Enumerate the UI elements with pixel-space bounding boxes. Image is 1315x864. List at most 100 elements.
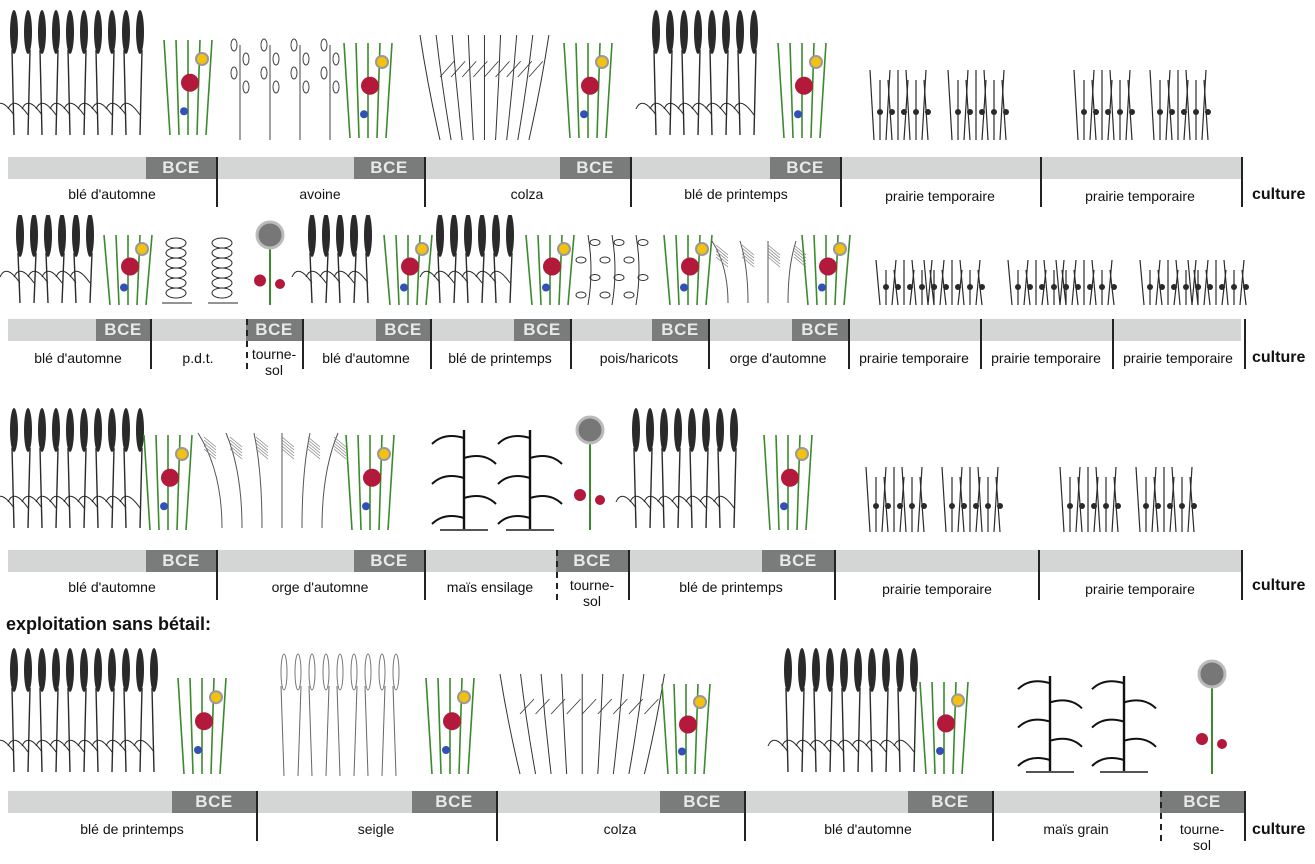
crop-label: maïs grain xyxy=(1043,821,1108,837)
separator xyxy=(1038,550,1040,600)
bce-block: BCE xyxy=(652,319,708,341)
wildflower-strip xyxy=(164,40,212,135)
separator xyxy=(1040,157,1042,207)
row-2-plant-illustrations xyxy=(0,215,1315,315)
bce-block: BCE xyxy=(514,319,570,341)
separator xyxy=(216,550,218,600)
wildflower-strip xyxy=(178,678,226,774)
separator xyxy=(1241,550,1243,600)
separator-dashed xyxy=(1160,791,1162,841)
separator xyxy=(1241,157,1243,207)
separator xyxy=(708,319,710,369)
culture-label: culture xyxy=(1252,821,1305,839)
crop-label: blé de printemps xyxy=(684,186,788,202)
bce-block: BCE xyxy=(246,319,302,341)
crop-label: pois/haricots xyxy=(600,350,679,366)
separator xyxy=(628,550,630,600)
wheat-plants xyxy=(636,10,758,135)
separator xyxy=(1112,319,1114,369)
separator xyxy=(302,319,304,369)
culture-label: culture xyxy=(1252,186,1305,204)
crop-label: blé d'automne xyxy=(824,821,912,837)
crop-label: blé d'automne xyxy=(322,350,410,366)
wildflower-strip xyxy=(384,235,432,305)
meadow-plants xyxy=(1136,467,1197,532)
wildflower-strip xyxy=(104,235,152,305)
wildflower-strip xyxy=(778,43,826,138)
barley-plants xyxy=(712,241,806,303)
wheat-plants xyxy=(420,215,514,303)
pea-plants xyxy=(576,235,648,305)
crop-label: blé de printemps xyxy=(679,579,783,595)
bce-block: BCE xyxy=(354,157,424,179)
crop-label: prairie temporaire xyxy=(991,350,1101,366)
crop-label: orge d'automne xyxy=(730,350,827,366)
wheat-plants xyxy=(292,215,372,303)
wheat-plants xyxy=(768,648,918,772)
rye-plants xyxy=(281,654,399,776)
crop-label: p.d.t. xyxy=(182,350,213,366)
crop-label: colza xyxy=(511,186,544,202)
bce-block: BCE xyxy=(146,550,216,572)
separator xyxy=(570,319,572,369)
potato-plants xyxy=(162,238,192,303)
crop-label: blé d'automne xyxy=(34,350,122,366)
meadow-plants xyxy=(942,467,1003,532)
bce-block: BCE xyxy=(376,319,430,341)
maize-plant xyxy=(498,430,562,530)
row-1-plant-illustrations xyxy=(0,0,1315,150)
wildflower-strip xyxy=(664,235,712,305)
separator xyxy=(424,550,426,600)
bce-block: BCE xyxy=(560,157,630,179)
crop-label: prairie temporaire xyxy=(1123,350,1233,366)
rotation-row-2: BCE BCE BCE BCE BCE BCE blé d'automne p.… xyxy=(0,215,1315,400)
crop-label: prairie temporaire xyxy=(882,581,992,597)
separator xyxy=(840,157,842,207)
potato-plants xyxy=(208,238,238,303)
separator xyxy=(150,319,152,369)
meadow-plants xyxy=(948,70,1009,140)
row-4-plant-illustrations xyxy=(0,638,1315,783)
separator xyxy=(496,791,498,841)
meadow-plants xyxy=(1150,70,1211,140)
rapeseed-plants xyxy=(500,674,664,774)
sunflower-plant xyxy=(1196,661,1227,774)
wildflower-strip xyxy=(426,678,474,774)
separator xyxy=(848,319,850,369)
separator-dashed xyxy=(556,550,558,600)
wildflower-strip xyxy=(802,235,850,305)
crop-label: prairie temporaire xyxy=(859,350,969,366)
crop-label: seigle xyxy=(358,821,395,837)
separator xyxy=(256,791,258,841)
crop-label: prairie temporaire xyxy=(1085,581,1195,597)
separator xyxy=(1244,791,1246,841)
bce-block: BCE xyxy=(556,550,628,572)
separator xyxy=(1244,319,1246,369)
crop-label: blé de printemps xyxy=(448,350,552,366)
bce-block: BCE xyxy=(908,791,992,813)
bce-block: BCE xyxy=(792,319,848,341)
wheat-plants xyxy=(0,648,158,772)
separator xyxy=(630,157,632,207)
wildflower-strip xyxy=(526,235,574,305)
wildflower-strip xyxy=(920,682,968,774)
bce-block: BCE xyxy=(762,550,834,572)
crop-label: maïs ensilage xyxy=(447,579,533,595)
bce-block: BCE xyxy=(660,791,744,813)
bce-block: BCE xyxy=(770,157,840,179)
separator xyxy=(430,319,432,369)
separator xyxy=(744,791,746,841)
wheat-plants xyxy=(0,215,94,303)
bce-block: BCE xyxy=(354,550,424,572)
separator xyxy=(992,791,994,841)
bce-block: BCE xyxy=(96,319,150,341)
wheat-plants xyxy=(616,408,738,528)
oat-plants xyxy=(231,39,339,140)
wildflower-strip xyxy=(662,684,710,774)
wildflower-strip xyxy=(144,435,192,530)
separator xyxy=(834,550,836,600)
wheat-plants xyxy=(0,10,144,135)
meadow-plants xyxy=(1074,70,1135,140)
crop-label: orge d'automne xyxy=(272,579,369,595)
bce-block: BCE xyxy=(412,791,496,813)
